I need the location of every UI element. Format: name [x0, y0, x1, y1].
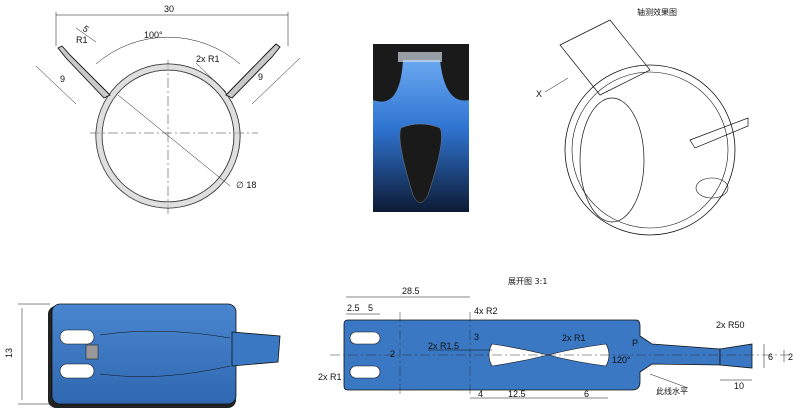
left-leg	[57, 45, 111, 99]
dim-angle: 100°	[144, 30, 163, 40]
dim-line-9-left	[35, 65, 77, 105]
front-band	[51, 303, 237, 405]
dim-diameter: ∅ 18	[236, 180, 256, 190]
shaded-detail-view	[373, 44, 469, 212]
leader-diameter	[117, 94, 231, 187]
dim-bend-radius: 2x R1	[196, 54, 220, 64]
dim-r1-tip: R1	[76, 35, 88, 45]
dim-9-left: 9	[60, 74, 65, 84]
dim-slot-radius: 4x R2	[474, 306, 498, 316]
flat-tail	[719, 343, 753, 369]
dim-line-5	[75, 27, 97, 43]
iso-ring-inner	[571, 71, 729, 229]
leader-note	[649, 373, 689, 389]
dim-9-right: 9	[258, 72, 263, 82]
top-view: 30 5 R1 100° 2x R1 9 9 ∅ 18	[35, 4, 301, 215]
front-edge-upper	[99, 330, 231, 339]
dim-corner-radius: 2x R1	[318, 372, 342, 382]
dim-4: 4	[478, 389, 483, 399]
iso-marker-leader	[544, 77, 569, 93]
iso-view: 轴测效果图 X	[536, 7, 749, 236]
front-tab	[85, 344, 99, 360]
flat-slot-lower	[349, 365, 381, 379]
dim-10-tail: 10	[734, 381, 744, 391]
leader-r1	[195, 62, 227, 93]
dim-5-flat: 5	[368, 303, 373, 313]
iso-slot	[695, 177, 729, 199]
dim-2-tail: 2	[788, 352, 793, 362]
dim-6-bottom: 6	[584, 389, 589, 399]
dim-2-flat: 2	[390, 349, 395, 359]
dim-tail-radius: 2x R50	[716, 320, 745, 330]
flat-note: 此线水平	[656, 386, 688, 396]
iso-title: 轴测效果图	[637, 7, 677, 17]
dim-width: 30	[164, 4, 174, 14]
front-view: 13	[4, 303, 281, 408]
front-tail	[231, 331, 281, 367]
flat-slot-upper	[349, 331, 381, 345]
front-slot-upper	[59, 329, 95, 345]
dim-angle-120: 120°	[612, 355, 631, 365]
iso-leg-lower	[689, 117, 749, 149]
flat-pattern: 展开图 3:1 28.5 2.5 5 4x R2 3 2 2x R1.5 2x …	[318, 277, 793, 399]
front-slot-lower	[59, 363, 95, 379]
dim-line-9-right	[251, 57, 301, 105]
dim-12-5: 12.5	[508, 389, 526, 399]
point-p: P	[632, 338, 638, 348]
iso-leg-upper	[559, 19, 651, 96]
iso-marker: X	[536, 89, 542, 99]
dim-hole-r1: 2x R1	[562, 333, 586, 343]
flat-title: 展开图 3:1	[508, 277, 547, 286]
dim-height: 13	[4, 348, 14, 358]
dim-hole-r1-5: 2x R1.5	[428, 341, 459, 351]
dim-6-tail: 6	[768, 352, 773, 362]
angle-arc	[95, 36, 241, 65]
front-edge-lower	[99, 365, 231, 377]
dim-2-5: 2.5	[347, 303, 360, 313]
dim-5: 5	[81, 23, 91, 34]
iso-ring-outer	[564, 64, 736, 236]
dim-3: 3	[474, 332, 479, 342]
right-leg	[225, 43, 281, 99]
clip-top-edge	[398, 52, 442, 62]
dim-28-5: 28.5	[402, 286, 420, 296]
iso-ring-front	[579, 97, 645, 223]
clip-hole	[399, 123, 442, 203]
